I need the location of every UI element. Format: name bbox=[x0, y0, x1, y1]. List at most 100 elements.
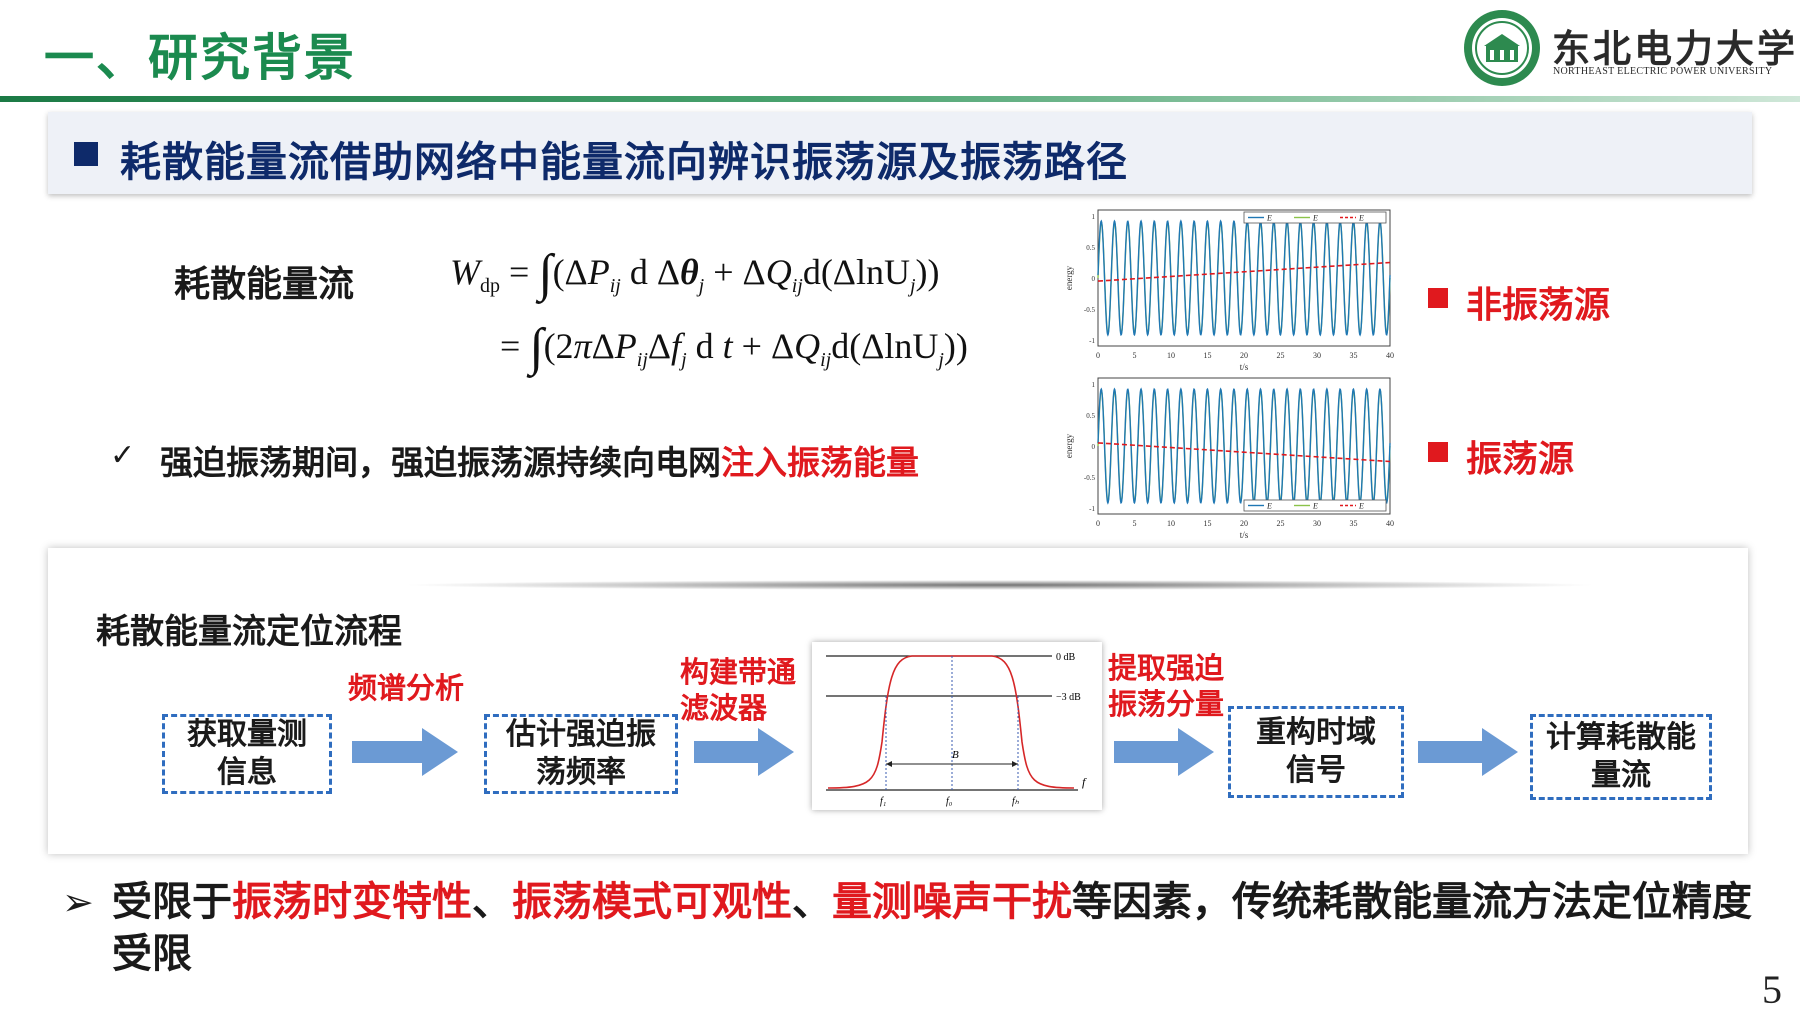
step-box-3: 重构时域信号 bbox=[1228, 706, 1404, 798]
label-0db: 0 dB bbox=[1056, 652, 1076, 663]
step-box-2: 估计强迫振荡频率 bbox=[484, 714, 678, 794]
x-tick-label: 10 bbox=[1167, 351, 1175, 360]
energy-wave-line bbox=[1097, 387, 1391, 505]
check-icon: ✓ bbox=[110, 438, 136, 473]
x-tick-label: 40 bbox=[1386, 351, 1394, 360]
y-axis-label: energy bbox=[1064, 265, 1074, 290]
y-tick-label: -0.5 bbox=[1084, 306, 1096, 314]
conclusion-seg-5: 、 bbox=[792, 879, 832, 925]
x-tick-label: 25 bbox=[1277, 519, 1285, 528]
plot-legend bbox=[1243, 211, 1387, 224]
bandpass-filter-diagram: 0 dB −3 dB B f f₁ f₀ fₕ bbox=[812, 642, 1102, 810]
label-f-axis: f bbox=[1082, 775, 1087, 789]
x-tick-label: 20 bbox=[1240, 351, 1248, 360]
y-tick-label: 1 bbox=[1092, 213, 1096, 221]
label-f0: f₀ bbox=[946, 796, 953, 807]
arrow-label-2-line2: 滤波器 bbox=[680, 691, 768, 725]
x-tick-label: 5 bbox=[1133, 351, 1137, 360]
bullet-text-plain: 强迫振荡期间，强迫振荡源持续向电网 bbox=[160, 443, 721, 482]
process-divider bbox=[400, 580, 1600, 590]
conclusion-seg-1: 受限于 bbox=[112, 879, 232, 925]
x-tick-label: 15 bbox=[1204, 351, 1212, 360]
conclusion-text: 受限于振荡时变特性、振荡模式可观性、量测噪声干扰等因素，传统耗散能量流方法定位精… bbox=[112, 876, 1752, 980]
y-tick-label: 0.5 bbox=[1086, 412, 1095, 420]
university-name-en: NORTHEAST ELECTRIC POWER UNIVERSITY bbox=[1553, 66, 1773, 77]
bottom-label-square bbox=[1428, 442, 1448, 462]
label-bandwidth: B bbox=[952, 749, 959, 761]
formula-line-2: = ∫(2πΔPijΔfj d t + ΔQijd(ΔlnUj)) bbox=[500, 319, 968, 376]
x-tick-label: 30 bbox=[1313, 519, 1321, 528]
arrow-label-2-line1: 构建带通 bbox=[680, 655, 797, 689]
x-tick-label: 5 bbox=[1133, 519, 1137, 528]
conclusion-seg-2: 振荡时变特性 bbox=[232, 879, 472, 925]
bottom-plot-label: 振荡源 bbox=[1466, 439, 1575, 480]
conclusion-seg-6: 量测噪声干扰 bbox=[832, 879, 1072, 925]
arrow-label-2: 构建带通滤波器 bbox=[680, 654, 796, 726]
x-tick-label: 0 bbox=[1096, 519, 1100, 528]
arrow-label-3-line1: 提取强迫 bbox=[1108, 651, 1225, 685]
process-title: 耗散能量流定位流程 bbox=[96, 612, 402, 652]
x-tick-label: 35 bbox=[1350, 519, 1358, 528]
top-label-square bbox=[1428, 288, 1448, 308]
x-tick-label: 40 bbox=[1386, 519, 1394, 528]
header-divider bbox=[0, 96, 1800, 102]
legend-entry: E bbox=[1266, 502, 1272, 511]
formula-line-1: Wdp = ∫(ΔPij d Δθj + ΔQijd(ΔlnUj)) bbox=[450, 245, 940, 302]
step-4-line1: 计算耗散能 bbox=[1546, 720, 1696, 755]
section-heading: 耗散能量流借助网络中能量流向辨识振荡源及振荡路径 bbox=[120, 138, 1128, 186]
bullet-statement: 强迫振荡期间，强迫振荡源持续向电网注入振荡能量 bbox=[160, 436, 919, 484]
y-axis-label: energy bbox=[1064, 433, 1074, 458]
section-bar bbox=[48, 112, 1752, 194]
label-f1: f₁ bbox=[880, 796, 886, 807]
y-tick-label: 0 bbox=[1092, 443, 1096, 451]
x-axis-label: t/s bbox=[1240, 362, 1249, 372]
x-tick-label: 0 bbox=[1096, 351, 1100, 360]
arrow-right-icon bbox=[694, 728, 794, 776]
step-box-4: 计算耗散能量流 bbox=[1530, 714, 1712, 800]
legend-entry: E bbox=[1358, 502, 1364, 511]
x-tick-label: 10 bbox=[1167, 519, 1175, 528]
step-2-line2: 荡频率 bbox=[536, 755, 626, 790]
top-plot-label: 非振荡源 bbox=[1466, 285, 1611, 326]
label-fh: fₕ bbox=[1012, 796, 1020, 807]
step-3-line2: 信号 bbox=[1286, 753, 1346, 788]
university-seal-icon bbox=[1464, 10, 1540, 86]
step-2-line1: 估计强迫振 bbox=[506, 717, 656, 752]
formula-label: 耗散能量流 bbox=[174, 264, 355, 305]
x-tick-label: 20 bbox=[1240, 519, 1248, 528]
conclusion-seg-7: 等因素，传统耗散能量流方法定位精度受限 bbox=[112, 879, 1752, 977]
bandpass-filter-graph: 0 dB −3 dB B f f₁ f₀ fₕ bbox=[826, 652, 1087, 807]
legend-entry: E bbox=[1358, 214, 1364, 223]
page-title: 一、研究背景 bbox=[44, 29, 356, 87]
step-4-line2: 量流 bbox=[1591, 758, 1651, 793]
arrow-right-icon bbox=[1114, 728, 1214, 776]
arrow-right-icon bbox=[1418, 728, 1518, 776]
step-1-line2: 信息 bbox=[217, 755, 277, 790]
step-box-1: 获取量测信息 bbox=[162, 714, 332, 794]
legend-entry: E bbox=[1312, 502, 1318, 511]
arrow-label-3: 提取强迫振荡分量 bbox=[1108, 650, 1224, 722]
section-bullet-square bbox=[74, 142, 98, 166]
arrow-bullet-icon: ➢ bbox=[62, 880, 94, 924]
arrow-label-3-line2: 振荡分量 bbox=[1108, 687, 1225, 721]
y-tick-label: -1 bbox=[1089, 337, 1095, 345]
y-tick-label: -1 bbox=[1089, 505, 1095, 513]
arrow-label-1: 频谱分析 bbox=[348, 671, 465, 705]
page-number: 5 bbox=[1762, 967, 1782, 1012]
bullet-text-red: 注入振荡能量 bbox=[721, 443, 919, 482]
energy-trend-line bbox=[1097, 261, 1391, 282]
energy-wave-line bbox=[1097, 219, 1391, 337]
x-tick-label: 35 bbox=[1350, 351, 1358, 360]
conclusion-seg-3: 、 bbox=[472, 879, 512, 925]
step-1-line1: 获取量测 bbox=[187, 717, 307, 752]
energy-trend-line bbox=[1097, 442, 1391, 463]
conclusion-seg-4: 振荡模式可观性 bbox=[512, 879, 792, 925]
plot-legend bbox=[1243, 499, 1387, 512]
x-tick-label: 15 bbox=[1204, 519, 1212, 528]
step-3-line1: 重构时域 bbox=[1256, 715, 1376, 750]
arrow-right-icon bbox=[352, 728, 458, 776]
legend-entry: E bbox=[1312, 214, 1318, 223]
x-tick-label: 25 bbox=[1277, 351, 1285, 360]
